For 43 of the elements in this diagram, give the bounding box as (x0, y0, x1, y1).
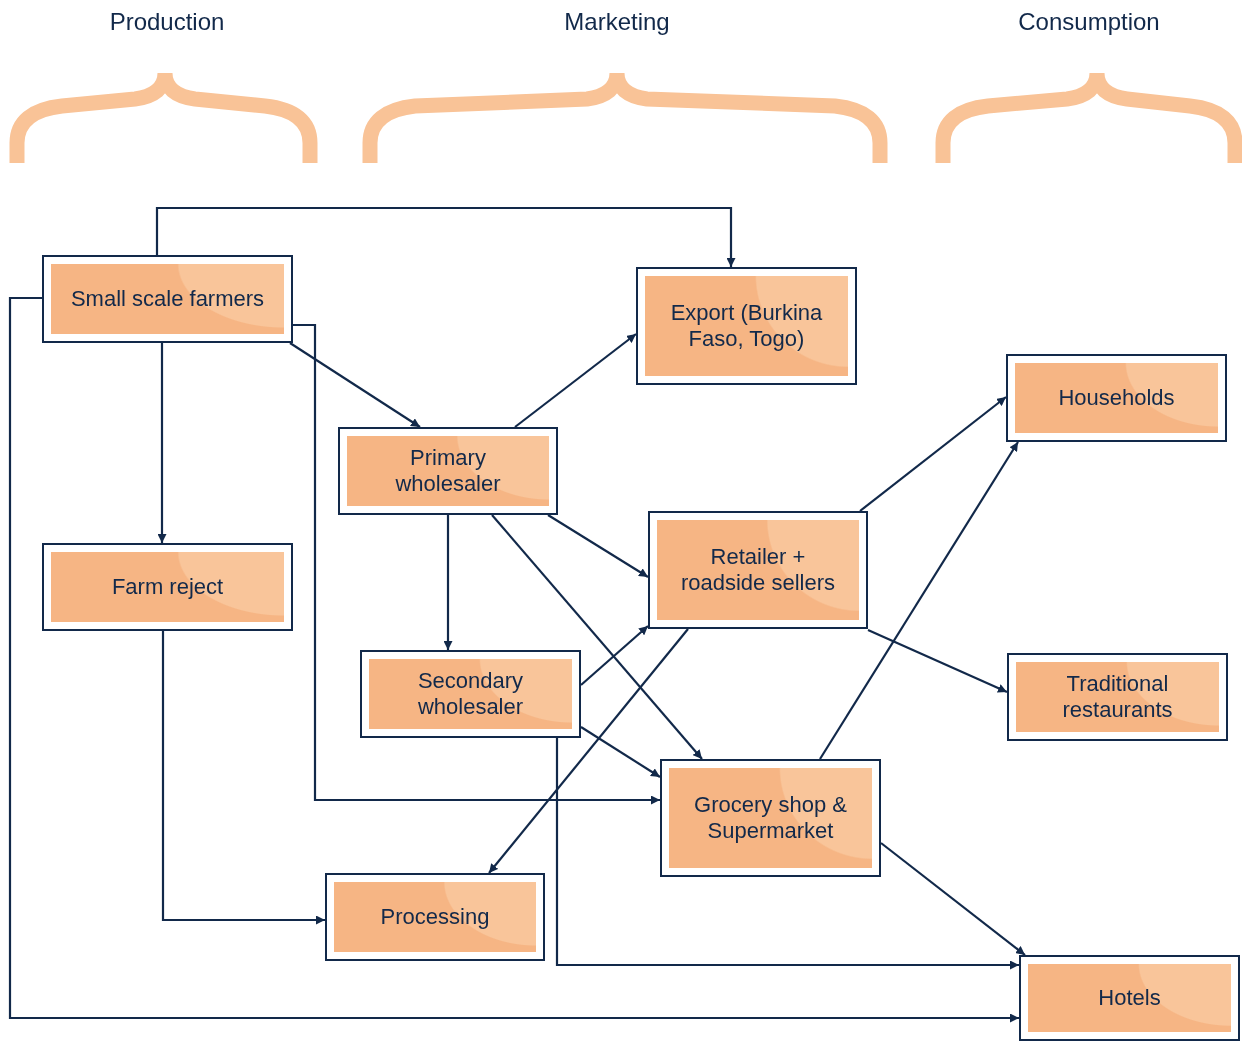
process-box (660, 759, 881, 877)
process-box (42, 543, 293, 631)
node-label: Farm reject (111, 573, 224, 601)
process-box (325, 873, 545, 961)
arrow (580, 625, 649, 686)
arrow (155, 206, 736, 267)
stage-heading: Marketing (563, 8, 671, 36)
arrow (580, 726, 661, 778)
node-label: Retailer + roadside sellers (679, 543, 837, 597)
arrow (514, 333, 637, 428)
arrow (491, 514, 703, 760)
node-label: Traditional restaurants (1061, 670, 1174, 724)
process-box (1006, 354, 1227, 442)
process-box (360, 650, 581, 738)
node-label: Processing (380, 903, 490, 931)
arrow (289, 342, 421, 428)
node-label: Hotels (1098, 984, 1161, 1012)
arrow (488, 628, 689, 874)
node-label: Primary wholesaler (394, 444, 502, 498)
stage-heading: Consumption (1017, 8, 1161, 36)
node-label: Grocery shop & Supermarket (693, 791, 848, 845)
process-box (636, 267, 857, 385)
node-label: Export (Burkina Faso, Togo) (669, 299, 824, 353)
arrow (859, 396, 1007, 512)
arrow (880, 842, 1026, 956)
process-box (648, 511, 868, 629)
process-box (1019, 955, 1240, 1041)
arrow (867, 629, 1008, 693)
stage-heading: Production (108, 8, 226, 36)
arrow (161, 631, 325, 925)
arrow (8, 296, 1019, 1023)
process-box (338, 427, 558, 515)
node-label: Secondary wholesaler (416, 667, 525, 721)
arrow (443, 515, 453, 650)
process-box (1007, 653, 1228, 741)
arrow (819, 441, 1019, 760)
node-label: Small scale farmers (70, 285, 265, 313)
arrow (157, 343, 167, 543)
arrow (555, 738, 1019, 970)
process-box (42, 255, 293, 343)
node-label: Households (1058, 384, 1175, 412)
arrow (547, 514, 649, 578)
arrow (293, 323, 660, 805)
